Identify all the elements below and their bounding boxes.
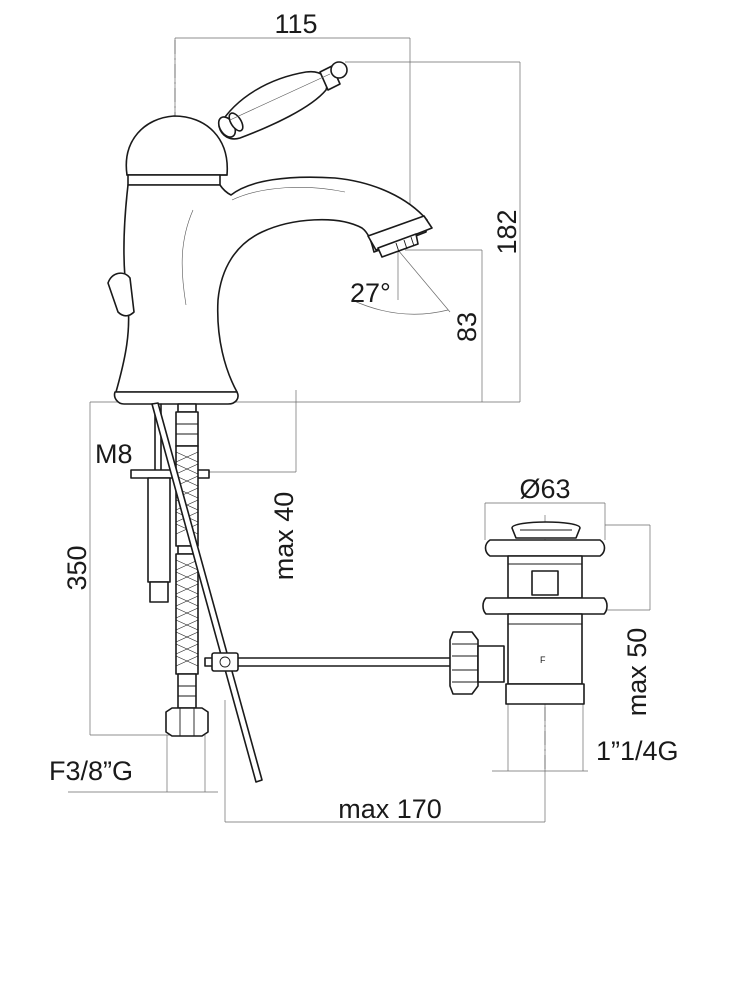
label-waste-diameter: Ø63 xyxy=(519,474,570,504)
label-hose-connection: F3/8”G xyxy=(49,756,133,786)
faucet-body xyxy=(107,61,433,405)
label-mount-thread: M8 xyxy=(95,439,133,469)
pop-up-waste: F xyxy=(204,521,608,705)
dimension-labels: 115 182 83 27° M8 350 max 40 F3/8”G Ø63 … xyxy=(49,9,679,824)
label-deck-thickness: max 40 xyxy=(269,492,299,581)
label-rod-reach: max 170 xyxy=(338,794,442,824)
label-waste-thread: 1”1/4G xyxy=(596,736,679,766)
svg-text:F: F xyxy=(540,655,546,665)
braided-hose xyxy=(165,403,209,737)
label-spout-height: 83 xyxy=(452,312,482,342)
label-hose-length: 350 xyxy=(62,545,92,590)
label-overall-height: 182 xyxy=(492,209,522,254)
dimension-lines xyxy=(68,37,651,823)
label-waste-depth: max 50 xyxy=(622,628,652,717)
under-deck-fittings xyxy=(130,402,263,783)
label-overall-width: 115 xyxy=(274,9,317,39)
label-spout-angle: 27° xyxy=(350,278,391,308)
